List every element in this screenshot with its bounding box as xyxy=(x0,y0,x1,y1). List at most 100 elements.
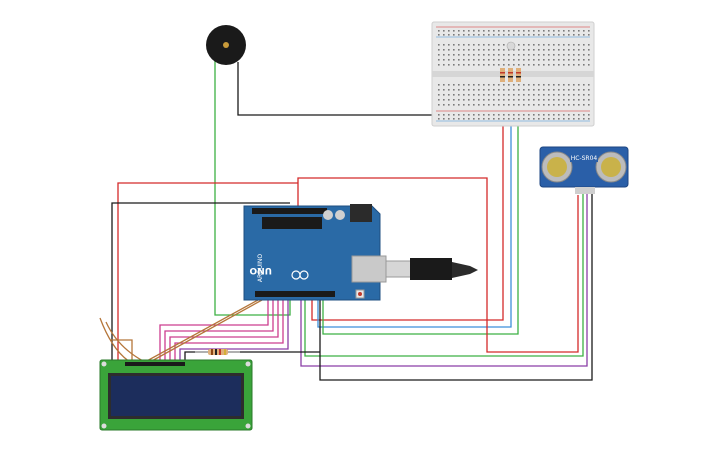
breadboard-hole xyxy=(573,64,575,66)
usb-cable[interactable] xyxy=(385,258,478,280)
breadboard-hole xyxy=(518,44,520,46)
breadboard-hole xyxy=(478,114,480,116)
breadboard-hole xyxy=(518,30,520,32)
breadboard-hole xyxy=(493,104,495,106)
breadboard-led[interactable] xyxy=(506,41,516,51)
breadboard[interactable] xyxy=(431,21,595,127)
breadboard-hole xyxy=(573,94,575,96)
breadboard-hole xyxy=(458,64,460,66)
breadboard-hole xyxy=(528,44,530,46)
breadboard-hole xyxy=(523,118,525,120)
breadboard-hole xyxy=(483,99,485,101)
breadboard-hole xyxy=(513,30,515,32)
breadboard-hole xyxy=(458,84,460,86)
breadboard-resistors[interactable] xyxy=(500,68,521,82)
breadboard-hole xyxy=(563,94,565,96)
breadboard-hole xyxy=(488,114,490,116)
breadboard-hole xyxy=(513,59,515,61)
lcd-wire-d2[interactable] xyxy=(164,300,274,362)
breadboard-hole xyxy=(573,49,575,51)
breadboard-hole xyxy=(468,94,470,96)
lcd-wire-d3[interactable] xyxy=(169,300,279,362)
bb-blue-wire[interactable] xyxy=(317,75,512,328)
breadboard-hole xyxy=(563,54,565,56)
resistor-black-wire[interactable] xyxy=(184,351,320,362)
breadboard-hole xyxy=(578,44,580,46)
breadboard-hole xyxy=(458,104,460,106)
breadboard-hole xyxy=(458,114,460,116)
breadboard-hole xyxy=(588,94,590,96)
breadboard-hole xyxy=(588,59,590,61)
breadboard-hole xyxy=(583,54,585,56)
breadboard-hole xyxy=(588,104,590,106)
breadboard-hole xyxy=(583,59,585,61)
arduino-board[interactable]: ARDUINO UNO xyxy=(243,204,387,301)
buzzer-green-wire[interactable] xyxy=(214,60,291,316)
breadboard-hole xyxy=(558,59,560,61)
breadboard-hole xyxy=(473,118,475,120)
lcd-brown-wire-3[interactable] xyxy=(110,339,133,362)
breadboard-hole xyxy=(543,118,545,120)
lcd-wire-d1[interactable] xyxy=(159,300,269,362)
breadboard-hole xyxy=(493,84,495,86)
breadboard-hole xyxy=(448,54,450,56)
breadboard-hole xyxy=(518,114,520,116)
lcd-wire-d5[interactable] xyxy=(179,300,289,362)
lcd-brown-wire-4[interactable] xyxy=(149,299,263,363)
breadboard-hole xyxy=(553,54,555,56)
breadboard-hole xyxy=(513,99,515,101)
breadboard-hole xyxy=(458,118,460,120)
breadboard-hole xyxy=(498,49,500,51)
breadboard-hole xyxy=(553,49,555,51)
sensor-purple-wire[interactable] xyxy=(300,193,588,367)
buzzer-black-wire[interactable] xyxy=(237,62,440,116)
breadboard-hole xyxy=(473,84,475,86)
breadboard-hole xyxy=(443,64,445,66)
sensor-green-wire[interactable] xyxy=(304,193,584,357)
resistor[interactable] xyxy=(195,349,240,355)
breadboard-hole xyxy=(473,49,475,51)
sensor-black-wire[interactable] xyxy=(319,193,593,381)
breadboard-hole xyxy=(478,89,480,91)
breadboard-hole xyxy=(583,49,585,51)
breadboard-hole xyxy=(448,30,450,32)
breadboard-hole xyxy=(483,114,485,116)
breadboard-hole xyxy=(508,89,510,91)
breadboard-hole xyxy=(503,64,505,66)
breadboard-hole xyxy=(448,99,450,101)
breadboard-hole xyxy=(473,44,475,46)
breadboard-hole xyxy=(453,54,455,56)
breadboard-hole xyxy=(578,104,580,106)
breadboard-hole xyxy=(578,114,580,116)
bb-green-wire[interactable] xyxy=(322,75,519,335)
breadboard-hole xyxy=(463,114,465,116)
breadboard-hole xyxy=(468,30,470,32)
breadboard-hole xyxy=(463,99,465,101)
breadboard-hole xyxy=(583,30,585,32)
breadboard-hole xyxy=(493,99,495,101)
power-red-left[interactable] xyxy=(117,182,298,362)
breadboard-hole xyxy=(543,94,545,96)
breadboard-hole xyxy=(458,94,460,96)
bb-red-wire[interactable] xyxy=(311,75,504,321)
breadboard-hole xyxy=(583,64,585,66)
buzzer[interactable] xyxy=(206,25,246,65)
breadboard-hole xyxy=(578,64,580,66)
breadboard-hole xyxy=(573,30,575,32)
ultrasonic-sensor[interactable]: HC-SR04 xyxy=(539,146,629,194)
breadboard-hole xyxy=(498,44,500,46)
lcd-display[interactable] xyxy=(99,359,253,431)
breadboard-hole xyxy=(573,89,575,91)
breadboard-hole xyxy=(553,34,555,36)
breadboard-hole xyxy=(463,54,465,56)
breadboard-hole xyxy=(448,84,450,86)
lcd-wire-d4[interactable] xyxy=(174,300,284,362)
breadboard-hole xyxy=(508,94,510,96)
breadboard-hole xyxy=(513,94,515,96)
power-black-left[interactable] xyxy=(111,202,290,362)
breadboard-hole xyxy=(493,30,495,32)
breadboard-hole xyxy=(538,30,540,32)
breadboard-hole xyxy=(468,54,470,56)
breadboard-hole xyxy=(503,89,505,91)
breadboard-hole xyxy=(458,44,460,46)
